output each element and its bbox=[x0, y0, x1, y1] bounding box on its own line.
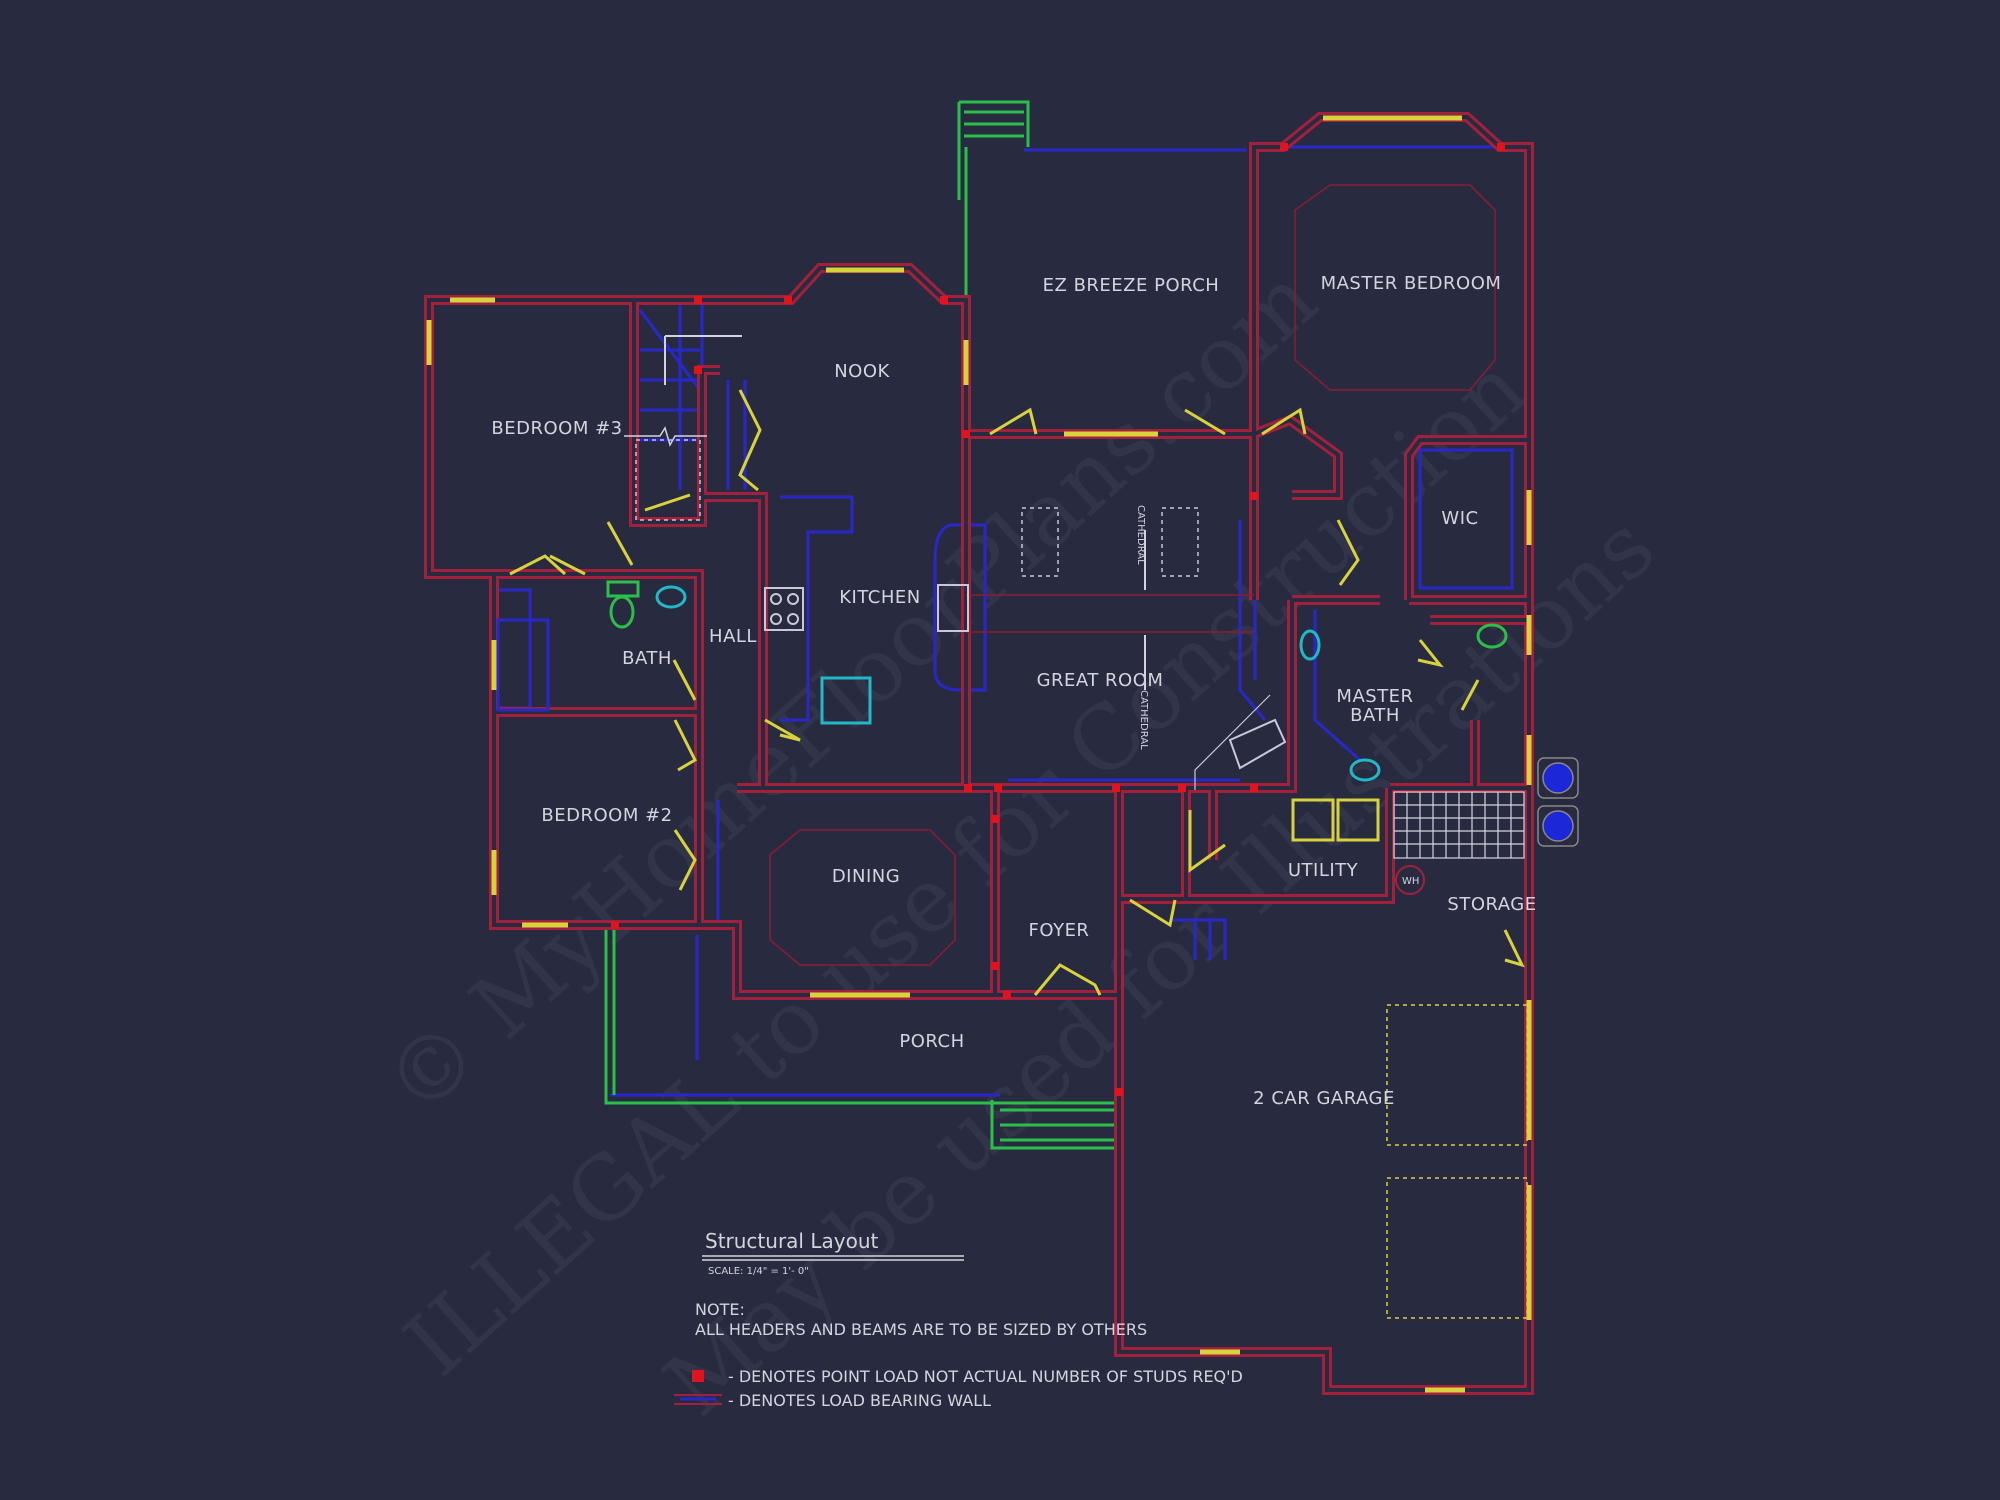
room-hall: HALL bbox=[709, 626, 757, 647]
room-ez-breeze-porch: EZ BREEZE PORCH bbox=[1043, 275, 1220, 296]
sink-icon bbox=[655, 585, 687, 609]
room-great-room: GREAT ROOM bbox=[1037, 670, 1164, 691]
cathedral-label-2: CATHEDRAL bbox=[1138, 690, 1149, 750]
doors bbox=[509, 389, 1525, 996]
windows bbox=[426, 115, 1532, 1393]
room-wic: WIC bbox=[1441, 508, 1478, 529]
room-nook: NOOK bbox=[834, 361, 890, 382]
bathtub-icon bbox=[496, 618, 550, 712]
point-loads bbox=[611, 143, 1505, 1096]
ac-unit-icon-2 bbox=[1537, 805, 1579, 847]
screen-porch-railing bbox=[604, 100, 1119, 1150]
master-toilet-icon bbox=[1476, 623, 1508, 649]
room-dining: DINING bbox=[832, 866, 900, 887]
fireplace-icon bbox=[1228, 718, 1287, 770]
room-bath: BATH bbox=[622, 648, 672, 669]
toilet-icon bbox=[609, 595, 635, 629]
kitchen-sink-icon bbox=[937, 584, 969, 632]
master-sink-icon-2 bbox=[1349, 758, 1381, 782]
legend-point-load: - DENOTES POINT LOAD NOT ACTUAL NUMBER O… bbox=[728, 1367, 1243, 1386]
room-master-bath-2: BATH bbox=[1350, 705, 1400, 726]
room-bedroom2: BEDROOM #2 bbox=[541, 805, 672, 826]
ac-unit-icon bbox=[1537, 757, 1579, 799]
title-block: Structural Layout SCALE: 1/4" = 1'- 0" N… bbox=[674, 1229, 1243, 1410]
drawing-scale: SCALE: 1/4" = 1'- 0" bbox=[708, 1266, 809, 1277]
point-load-legend-icon bbox=[692, 1370, 704, 1382]
room-master-bath: MASTER bbox=[1336, 686, 1413, 707]
cooktop-icon bbox=[764, 587, 804, 631]
legend-load-bearing-wall: - DENOTES LOAD BEARING WALL bbox=[728, 1391, 991, 1410]
load-bearing-wall-legend-icon bbox=[674, 1394, 722, 1405]
room-porch: PORCH bbox=[899, 1031, 964, 1052]
note-heading: NOTE: bbox=[695, 1300, 745, 1319]
cathedral-label: CATHEDRAL bbox=[1135, 505, 1146, 565]
washer-icon bbox=[1291, 798, 1335, 842]
fixtures bbox=[496, 335, 1579, 895]
room-bedroom3: BEDROOM #3 bbox=[491, 418, 622, 439]
note-text: ALL HEADERS AND BEAMS ARE TO BE SIZED BY… bbox=[695, 1320, 1147, 1339]
water-heater-icon bbox=[1395, 865, 1425, 895]
room-utility: UTILITY bbox=[1288, 860, 1359, 881]
drawing-title: Structural Layout bbox=[705, 1229, 878, 1253]
water-heater-label: WH bbox=[1402, 876, 1419, 887]
room-labels: BEDROOM #3 NOOK EZ BREEZE PORCH MASTER B… bbox=[491, 273, 1536, 1109]
shower-grid bbox=[1393, 791, 1525, 859]
master-sink-icon bbox=[1299, 629, 1321, 661]
stair-arrow-icon bbox=[664, 335, 742, 385]
dryer-icon bbox=[1336, 798, 1380, 842]
room-kitchen: KITCHEN bbox=[839, 587, 921, 608]
room-foyer: FOYER bbox=[1029, 920, 1090, 941]
room-garage: 2 CAR GARAGE bbox=[1253, 1088, 1395, 1109]
room-storage: STORAGE bbox=[1447, 894, 1536, 915]
room-master-bedroom: MASTER BEDROOM bbox=[1321, 273, 1502, 294]
refrigerator-icon bbox=[820, 676, 872, 725]
